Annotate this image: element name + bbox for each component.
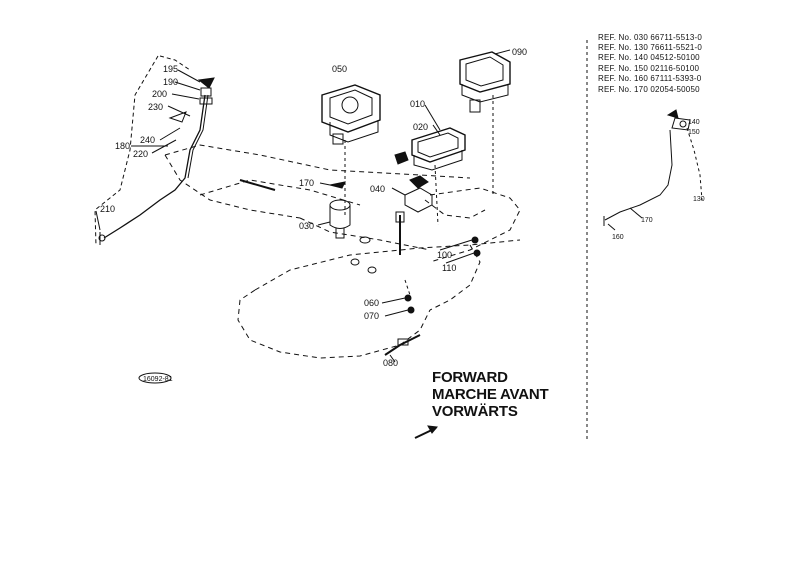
- label-210: 210: [100, 204, 115, 214]
- part-labels: 195 190 200 230 240 220 180 210 050 090 …: [100, 47, 705, 383]
- cable-080: [384, 334, 421, 363]
- label-230: 230: [148, 102, 163, 112]
- label-010: 010: [410, 99, 425, 109]
- label-170: 170: [299, 178, 314, 188]
- stamp-text: 16092-81: [143, 376, 173, 383]
- stamp-oval: [138, 372, 172, 384]
- direction-marche-avant: MARCHE AVANT: [432, 386, 549, 403]
- label-200: 200: [152, 89, 167, 99]
- ref-line-150: REF. No. 150 02116-50100: [598, 64, 700, 73]
- ref-line-160: REF. No. 160 67111-5393-0: [598, 74, 702, 83]
- label-050: 050: [332, 64, 347, 74]
- rod-assembly: [350, 211, 405, 274]
- label-020: 020: [413, 122, 428, 132]
- label-180: 180: [115, 141, 130, 151]
- ref-line-170: REF. No. 170 02054-50050: [598, 85, 700, 94]
- hood-outline: [164, 144, 521, 359]
- ref-line-140: REF. No. 140 04512-50100: [598, 53, 700, 62]
- label-080: 080: [383, 358, 398, 368]
- label-090: 090: [512, 47, 527, 57]
- inset-throttle-detail: [603, 109, 703, 231]
- bolts-060-070: [381, 279, 415, 317]
- label-220: 220: [133, 149, 148, 159]
- key-switch: [317, 181, 351, 239]
- forward-arrow-icon: [414, 425, 438, 439]
- connector-040: [391, 175, 433, 213]
- label-060: 060: [364, 298, 379, 308]
- label-190: 190: [163, 77, 178, 87]
- label-110: 110: [442, 263, 456, 273]
- direction-vorwaerts: VORWÄRTS: [432, 403, 518, 420]
- label-150: 150: [688, 129, 700, 136]
- label-130: 130: [693, 196, 705, 203]
- bolts-100-110: [439, 236, 481, 264]
- label-160: 160: [612, 234, 624, 241]
- label-140: 140: [688, 119, 700, 126]
- ref-line-030: REF. No. 030 66711-5513-0: [598, 33, 703, 42]
- direction-forward: FORWARD: [432, 369, 508, 386]
- label-170b: 170: [641, 217, 653, 224]
- label-240: 240: [140, 135, 155, 145]
- switch-panel: [394, 104, 466, 226]
- throttle-lever-assembly: [94, 55, 215, 247]
- label-030: 030: [299, 221, 314, 231]
- label-195: 195: [163, 64, 178, 74]
- label-070: 070: [364, 311, 379, 321]
- label-040: 040: [370, 184, 385, 194]
- gauge-050: [321, 84, 381, 215]
- ref-line-130: REF. No. 130 76611-5521-0: [598, 43, 703, 52]
- gauge-090: [459, 49, 511, 195]
- label-100: 100: [437, 250, 452, 260]
